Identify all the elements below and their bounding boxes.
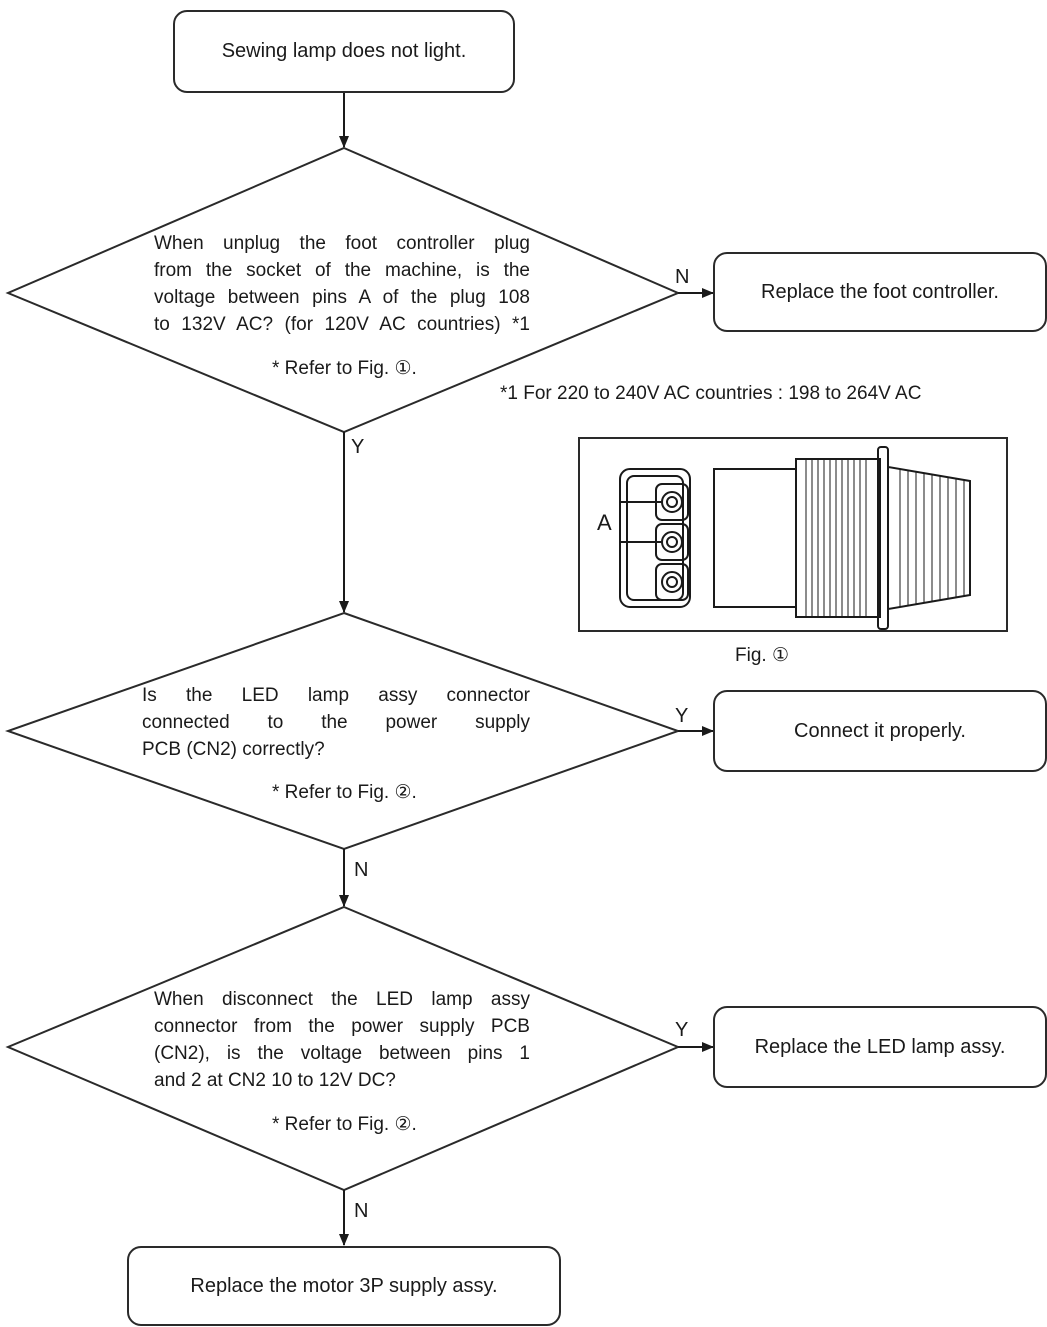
action-connect-properly: Connect it properly. [713,690,1047,772]
decision1-question: When unplug the foot controller plug fro… [154,230,530,338]
start-text: Sewing lamp does not light. [221,40,467,62]
action-replace-led-lamp: Replace the LED lamp assy. [713,1006,1047,1088]
action1-text: Replace the foot controller. [761,280,999,303]
action-replace-foot-controller: Replace the foot controller. [713,252,1047,332]
action3-text: Replace the LED lamp assy. [754,1035,1006,1058]
end-text: Replace the motor 3P supply assy. [190,1274,498,1297]
decision2-line: PCB (CN2) correctly? [142,739,325,760]
start-box: Sewing lamp does not light. [173,10,515,93]
decision3-line: (CN2), is the voltage between pins 1 [154,1043,530,1064]
figure-1-caption: Fig. ① [735,645,789,666]
decision2-line: Is the LED lamp assy connector [142,685,530,706]
decision1-no-label: N [675,266,690,288]
decision1-line: to 132V AC? (for 120V AC countries) *1 [154,314,530,335]
voltage-footnote: *1 For 220 to 240V AC countries : 198 to… [500,383,922,404]
decision1-line: voltage between pins A of the plug 108 [154,287,530,308]
decision2-ref: * Refer to Fig. ②. [272,782,417,803]
decision1-line: When unplug the foot controller plug [154,233,530,254]
decision2-yes-label: Y [675,705,689,727]
decision3-ref: * Refer to Fig. ②. [272,1114,417,1135]
decision3-no-label: N [354,1200,369,1222]
decision3-question: When disconnect the LED lamp assy connec… [154,986,530,1094]
decision1-ref: * Refer to Fig. ①. [272,358,417,379]
plug-drawing [619,446,971,630]
action2-text: Connect it properly. [794,719,966,742]
decision1-line: from the socket of the machine, is the [154,260,530,281]
decision2-no-label: N [354,859,369,881]
decision3-line: and 2 at CN2 10 to 12V DC? [154,1070,396,1091]
decision3-line: When disconnect the LED lamp assy [154,989,530,1010]
pin-label-a: A [597,510,612,535]
decision2-line: connected to the power supply [142,712,530,733]
decision2-question: Is the LED lamp assy connector connected… [142,682,530,763]
figure-1-plug: A [578,437,1008,632]
decision3-yes-label: Y [675,1019,689,1041]
end-box: Replace the motor 3P supply assy. [127,1246,561,1326]
decision1-yes-label: Y [351,436,365,458]
decision3-line: connector from the power supply PCB [154,1016,530,1037]
